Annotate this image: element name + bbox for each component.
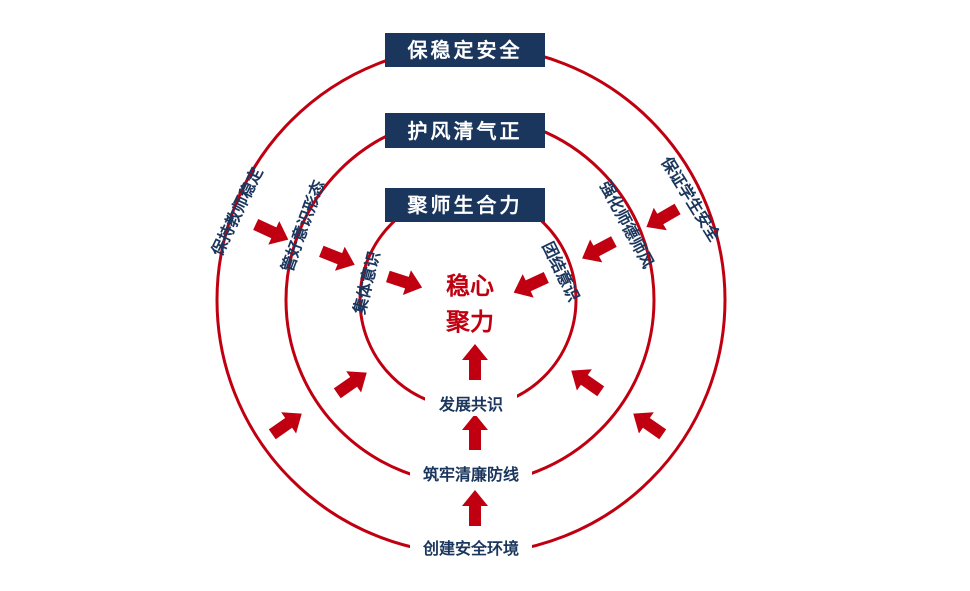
arrow-icon <box>646 203 681 231</box>
arrow-icon <box>268 412 302 440</box>
arrow-icon <box>253 218 289 245</box>
outer-right-label: 保证学生安全 <box>657 152 725 245</box>
middle-bottom-label-group: 筑牢清廉防线 <box>410 460 532 486</box>
outer-bottom-label-group: 创建安全环境 <box>410 534 532 560</box>
inner-bottom-label: 发展共识 <box>438 395 503 414</box>
arrow-icon <box>386 270 423 295</box>
middle-title: 护风清气正 <box>408 119 523 143</box>
inner-right-label: 团结意识 <box>538 239 583 305</box>
inner-left-label: 集体意识 <box>349 249 383 317</box>
inner-title: 聚师生合力 <box>407 193 523 217</box>
arrow-icon <box>633 412 667 440</box>
middle-title-box: 护风清气正 <box>385 113 545 148</box>
arrow-icon <box>582 236 617 263</box>
outer-left-label: 保持教师稳定 <box>207 164 267 260</box>
arrow-icon <box>319 245 355 271</box>
inner-title-box: 聚师生合力 <box>385 188 545 222</box>
inner-bottom-label-group: 发展共识 <box>425 390 517 416</box>
outer-title: 保稳定安全 <box>407 38 523 62</box>
outer-bottom-label: 创建安全环境 <box>422 539 519 558</box>
middle-bottom-label: 筑牢清廉防线 <box>423 465 519 484</box>
arrow-icon <box>333 371 367 399</box>
arrow-icon <box>462 414 488 450</box>
arrow-icon <box>462 490 488 526</box>
middle-left-label: 管好意识形态 <box>277 178 328 275</box>
core-line-2: 聚力 <box>445 308 494 336</box>
arrow-icon <box>513 271 549 298</box>
arrow-icon <box>462 344 488 380</box>
outer-title-box: 保稳定安全 <box>385 33 545 67</box>
core-line-1: 稳心 <box>446 272 494 300</box>
arrow-icon <box>571 369 605 397</box>
inner-ring <box>358 190 578 410</box>
arrows-group <box>253 203 681 526</box>
